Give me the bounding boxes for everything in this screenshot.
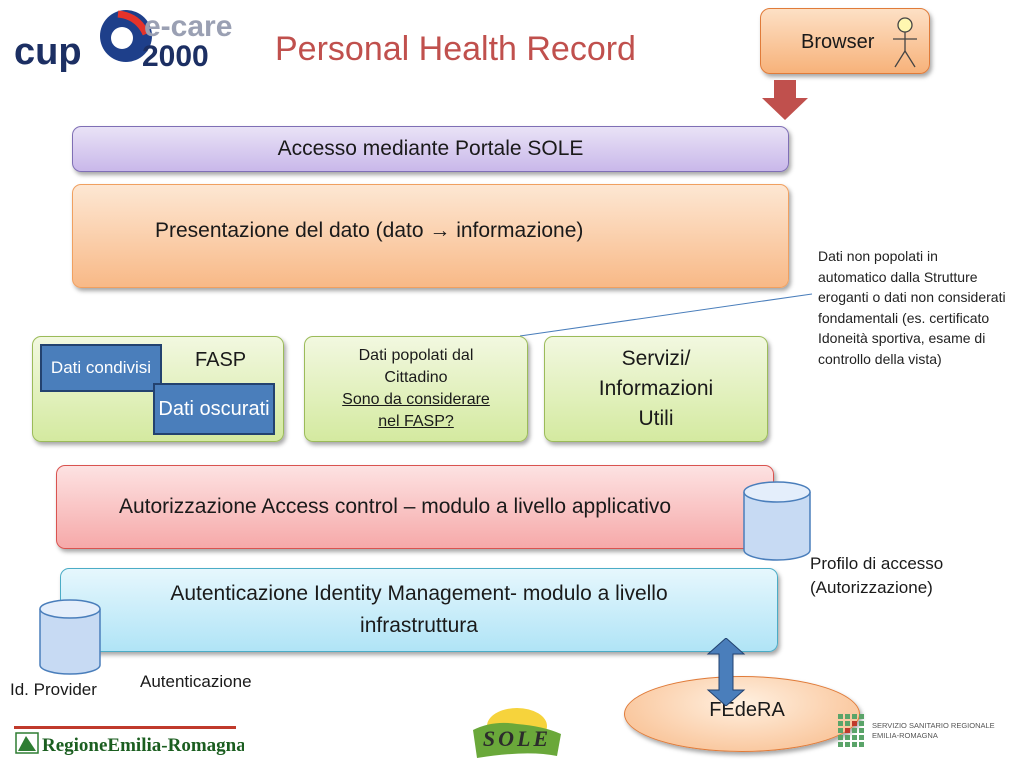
portal-label: Accesso mediante Portale SOLE — [277, 137, 584, 160]
servizi-box: Servizi/ Informazioni Utili — [544, 336, 768, 442]
fasp-box: FASP Dati condivisi Dati oscurati — [32, 336, 284, 442]
dati-oscurati-chip: Dati oscurati — [153, 383, 275, 435]
logo-2000-text: 2000 — [142, 40, 209, 72]
fasp-question: Sono da considerare nel FASP? — [342, 391, 490, 430]
ssr-line2: EMILIA-ROMAGNA — [872, 731, 938, 740]
page-title: Personal Health Record — [275, 30, 636, 68]
id-provider-label: Id. Provider — [10, 680, 97, 699]
presentation-label: Presentazione del dato (dato → informazi… — [155, 219, 584, 242]
sole-text: SOLE — [483, 726, 551, 751]
autenticazione-label: Autenticazione — [140, 672, 252, 691]
dati-popolati-label: Dati popolati dal Cittadino — [358, 347, 474, 386]
browser-label: Browser — [801, 31, 875, 53]
authentication-layer: Autenticazione Identity Management- modu… — [60, 568, 778, 652]
servizi-label: Servizi/ Informazioni Utili — [598, 347, 714, 430]
cup-2000-logo: cup e-care 2000 — [14, 10, 232, 72]
ssr-line1: SERVIZIO SANITARIO REGIONALE — [872, 721, 995, 730]
federa-ellipse: FEdeRA — [624, 676, 860, 752]
presentation-layer: Presentazione del dato (dato → informazi… — [72, 184, 789, 288]
database-icon — [743, 481, 811, 561]
sole-logo: SOLE — [473, 708, 561, 758]
database-icon — [39, 599, 101, 675]
logo-cup-text: cup — [14, 31, 82, 72]
profilo-label: Profilo di accesso (Autorizzazione) — [810, 554, 944, 597]
logo-ecare-text: e-care — [144, 10, 232, 43]
ssr-logo: SERVIZIO SANITARIO REGIONALE EMILIA-ROMA… — [838, 714, 995, 747]
authorization-label: Autorizzazione Access control – modulo a… — [118, 495, 672, 518]
authentication-label: Autenticazione Identity Management- modu… — [170, 582, 668, 637]
dati-condivisi-chip: Dati condivisi — [40, 344, 162, 392]
double-arrow-icon — [706, 638, 746, 706]
authorization-layer: Autorizzazione Access control – modulo a… — [56, 465, 774, 549]
browser-box: Browser — [760, 8, 930, 74]
fasp-label: FASP — [195, 349, 247, 371]
regione-emilia-romagna-logo: RegioneEmilia-Romagna — [14, 726, 244, 756]
regione-text: RegioneEmilia-Romagna — [42, 735, 244, 756]
callout-note: Dati non popolati in automatico dalla St… — [818, 248, 1006, 367]
user-icon — [893, 17, 917, 68]
down-arrow-icon — [762, 80, 808, 120]
dati-popolati-box: Dati popolati dal Cittadino Sono da cons… — [304, 336, 528, 442]
portal-layer: Accesso mediante Portale SOLE — [72, 126, 789, 172]
